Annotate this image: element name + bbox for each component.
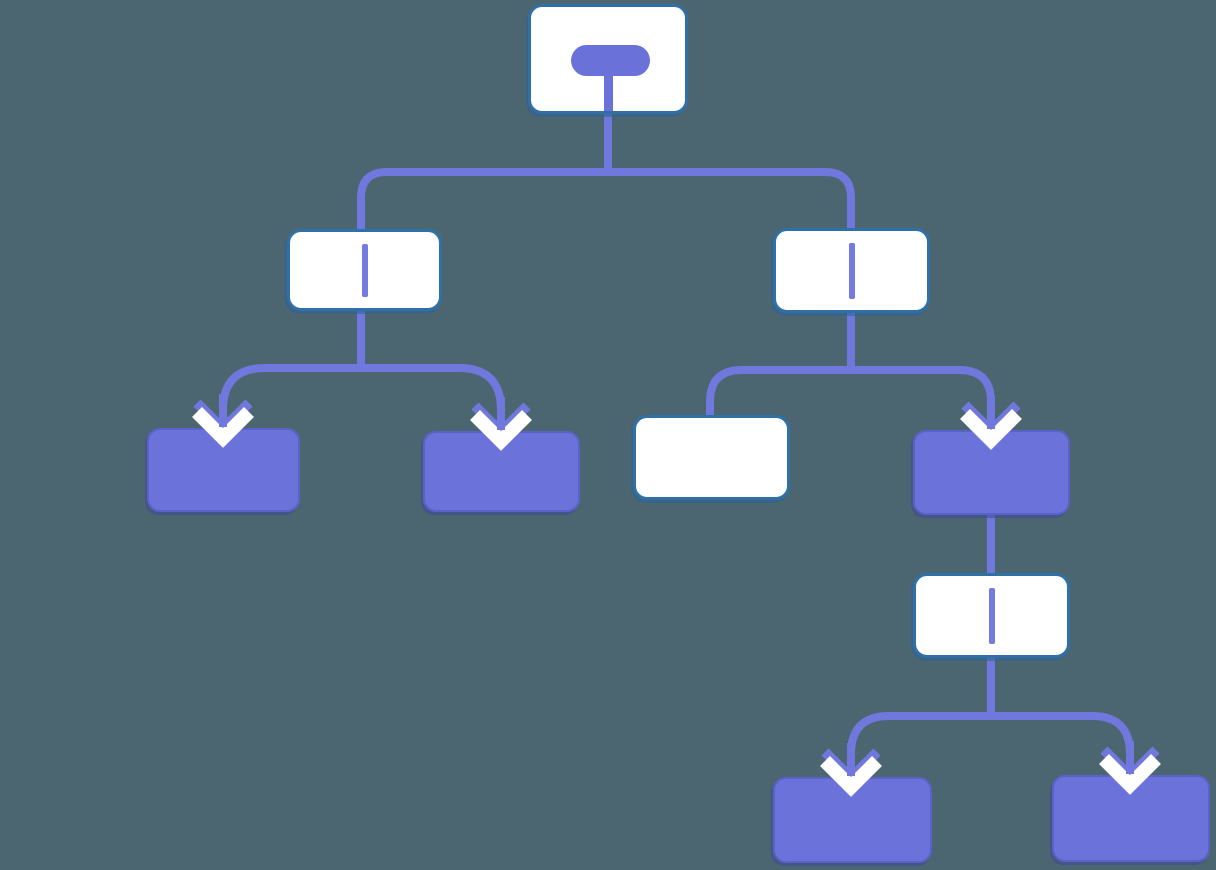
connector-split-right xyxy=(706,366,995,416)
chevron-white-band xyxy=(1099,754,1161,795)
chevron-down-arrow-icon xyxy=(470,397,532,451)
plain-white-node[interactable] xyxy=(633,415,790,500)
branch-node-right[interactable] xyxy=(773,228,930,313)
inner-vertical-line xyxy=(988,588,995,644)
connector-split-bottom xyxy=(847,712,1134,763)
chevron-down-arrow-icon xyxy=(192,394,254,448)
chevron-down-arrow-icon xyxy=(820,743,882,797)
chevron-white-band xyxy=(470,410,532,451)
root-node[interactable] xyxy=(528,4,688,114)
branch-node-left[interactable] xyxy=(287,229,442,311)
chevron-white-band xyxy=(192,407,254,448)
inner-vertical-line xyxy=(848,243,855,299)
chevron-down-arrow-icon xyxy=(960,396,1022,450)
connector-split-top xyxy=(357,168,855,236)
inner-vertical-line xyxy=(361,244,368,297)
chevron-white-band xyxy=(820,756,882,797)
branch-node-lower[interactable] xyxy=(913,573,1070,658)
pill-stem xyxy=(603,67,613,111)
chevron-white-band xyxy=(960,409,1022,450)
connector-split-left xyxy=(219,364,505,418)
chevron-down-arrow-icon xyxy=(1099,741,1161,795)
purple-node-mid[interactable] xyxy=(913,430,1070,515)
